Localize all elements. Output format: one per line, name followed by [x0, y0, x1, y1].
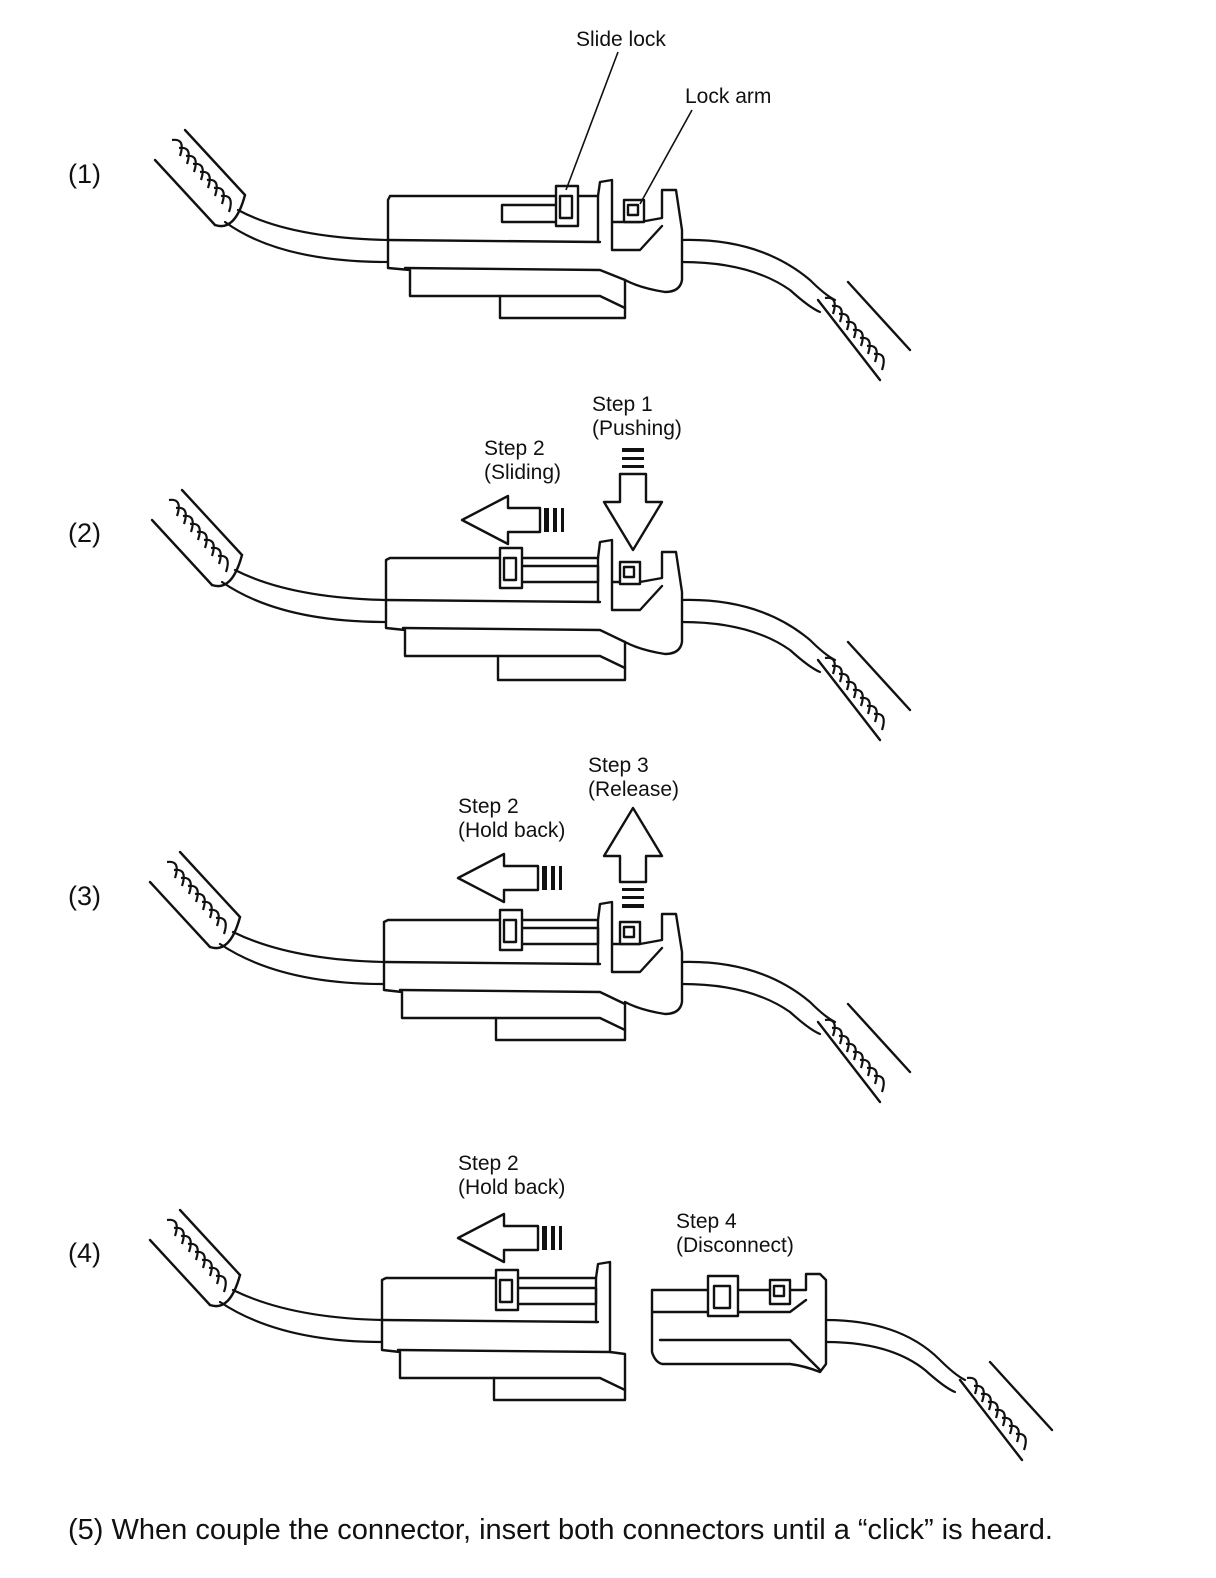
slide-lock-leader	[565, 51, 619, 191]
right-connector-half	[650, 1272, 828, 1374]
lock-arm-leader	[639, 109, 693, 205]
panel-4: (4)	[68, 1152, 1054, 1462]
left-harness-tube	[148, 850, 386, 986]
step-2-title: Step 2	[458, 1152, 519, 1175]
left-harness-tube	[153, 128, 390, 264]
right-harness-tube	[824, 1318, 1054, 1462]
panel-3-label: (3)	[68, 881, 101, 911]
callout-lock-arm: Lock arm	[685, 85, 771, 108]
connector-assembly	[382, 900, 684, 1042]
hold-back-arrow-icon	[456, 1212, 562, 1264]
step-4-title: Step 4	[676, 1210, 737, 1233]
step-2-action: (Hold back)	[458, 819, 565, 842]
panel-4-label: (4)	[68, 1238, 101, 1268]
step-3-title: Step 3	[588, 754, 649, 777]
connector-assembly	[386, 178, 684, 320]
panel-1-label: (1)	[68, 159, 101, 189]
left-harness-tube	[148, 1208, 384, 1344]
step-1-title: Step 1	[592, 393, 653, 416]
panel-3: (3)	[68, 754, 912, 1104]
slide-arrow-icon	[460, 494, 564, 546]
left-connector-half	[380, 1260, 627, 1402]
right-harness-tube	[680, 960, 912, 1104]
panel-2: (2)	[68, 393, 912, 742]
panel-1: (1)	[68, 28, 912, 382]
slide-lock	[706, 1274, 740, 1318]
release-arrow-icon	[602, 806, 664, 908]
step-2-action: (Sliding)	[484, 461, 561, 484]
hold-back-arrow-icon	[456, 852, 562, 904]
footnote: (5) When couple the connector, insert bo…	[68, 1514, 1053, 1546]
step-4-action: (Disconnect)	[676, 1234, 794, 1257]
callout-slide-lock: Slide lock	[576, 28, 666, 51]
step-2-action: (Hold back)	[458, 1176, 565, 1199]
step-2-title: Step 2	[484, 437, 545, 460]
connector-assembly	[384, 538, 684, 682]
right-harness-tube	[680, 598, 912, 742]
step-3-action: (Release)	[588, 778, 679, 801]
step-2-title: Step 2	[458, 795, 519, 818]
left-harness-tube	[150, 488, 388, 624]
step-1-action: (Pushing)	[592, 417, 682, 440]
right-harness-tube	[680, 238, 912, 382]
panel-2-label: (2)	[68, 518, 101, 548]
push-arrow-icon	[602, 448, 664, 552]
